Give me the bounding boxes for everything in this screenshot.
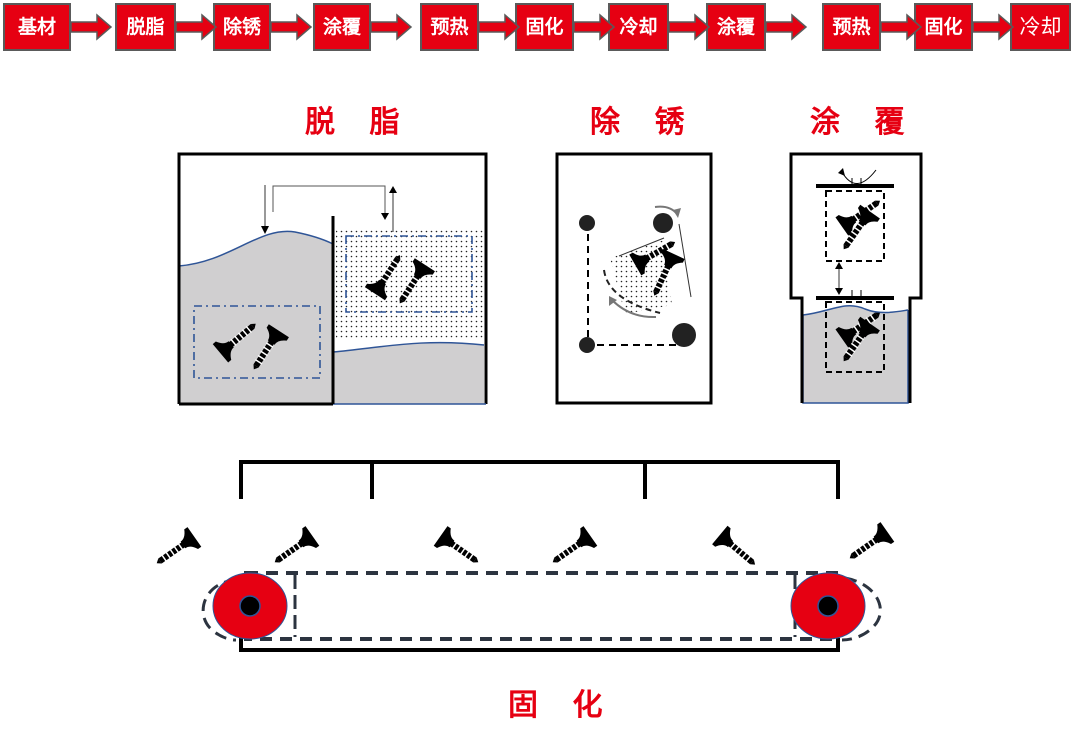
screw-icon [545,525,599,573]
step-derusting: 除锈 [213,3,271,51]
screw-icon [149,526,203,574]
coating-basket [825,190,885,262]
roller-wheel [579,337,595,353]
degreasing-liquid [179,231,333,404]
rotate-arrow-icon [838,168,845,176]
degreasing-tank [177,152,488,406]
rinse-liquid [333,342,484,404]
oven-base [239,638,840,652]
oven-hood [239,460,840,499]
rinse-basket [345,235,473,313]
roller-wheel [579,215,595,231]
step-degreasing: 脱脂 [115,3,176,51]
step-preheat: 预热 [420,3,479,51]
curing-oven [149,460,896,652]
coating-basket [825,301,885,373]
screw-icon [711,525,764,575]
coating-liquid [803,305,908,403]
section-title-derusting: 除 锈 [590,105,697,140]
step-cooling: 冷却 [608,3,669,51]
screw-icon [842,521,896,569]
step-coating-2: 涂覆 [706,3,766,51]
screw-icon [432,525,486,573]
arrow-down-icon [381,213,389,220]
step-curing: 固化 [515,3,574,51]
section-title-coating: 涂 覆 [810,105,917,140]
arrow-down-icon [261,226,269,234]
rotate-arrow-icon [609,296,617,306]
conveyor-belt [244,571,838,641]
roller-wheel [653,213,673,233]
step-coating: 涂覆 [313,3,371,51]
coating-tank [789,152,923,404]
step-substrate: 基材 [3,3,71,51]
section-title-degreasing: 脱 脂 [305,105,412,140]
step-curing-2: 固化 [914,3,973,51]
section-title-curing: 固 化 [508,688,615,723]
roller-wheel [672,323,696,347]
derusting-machine [555,152,713,405]
rotate-arrow-icon [673,208,681,218]
arrow-up-icon [389,186,397,193]
blast-region [610,240,672,314]
arrow-down-icon [835,288,843,295]
screw-icon [267,525,321,573]
degreasing-basket [193,305,321,379]
arrow-up-icon [835,262,843,269]
step-preheat-2: 预热 [822,3,881,51]
screw-icon [833,203,881,257]
